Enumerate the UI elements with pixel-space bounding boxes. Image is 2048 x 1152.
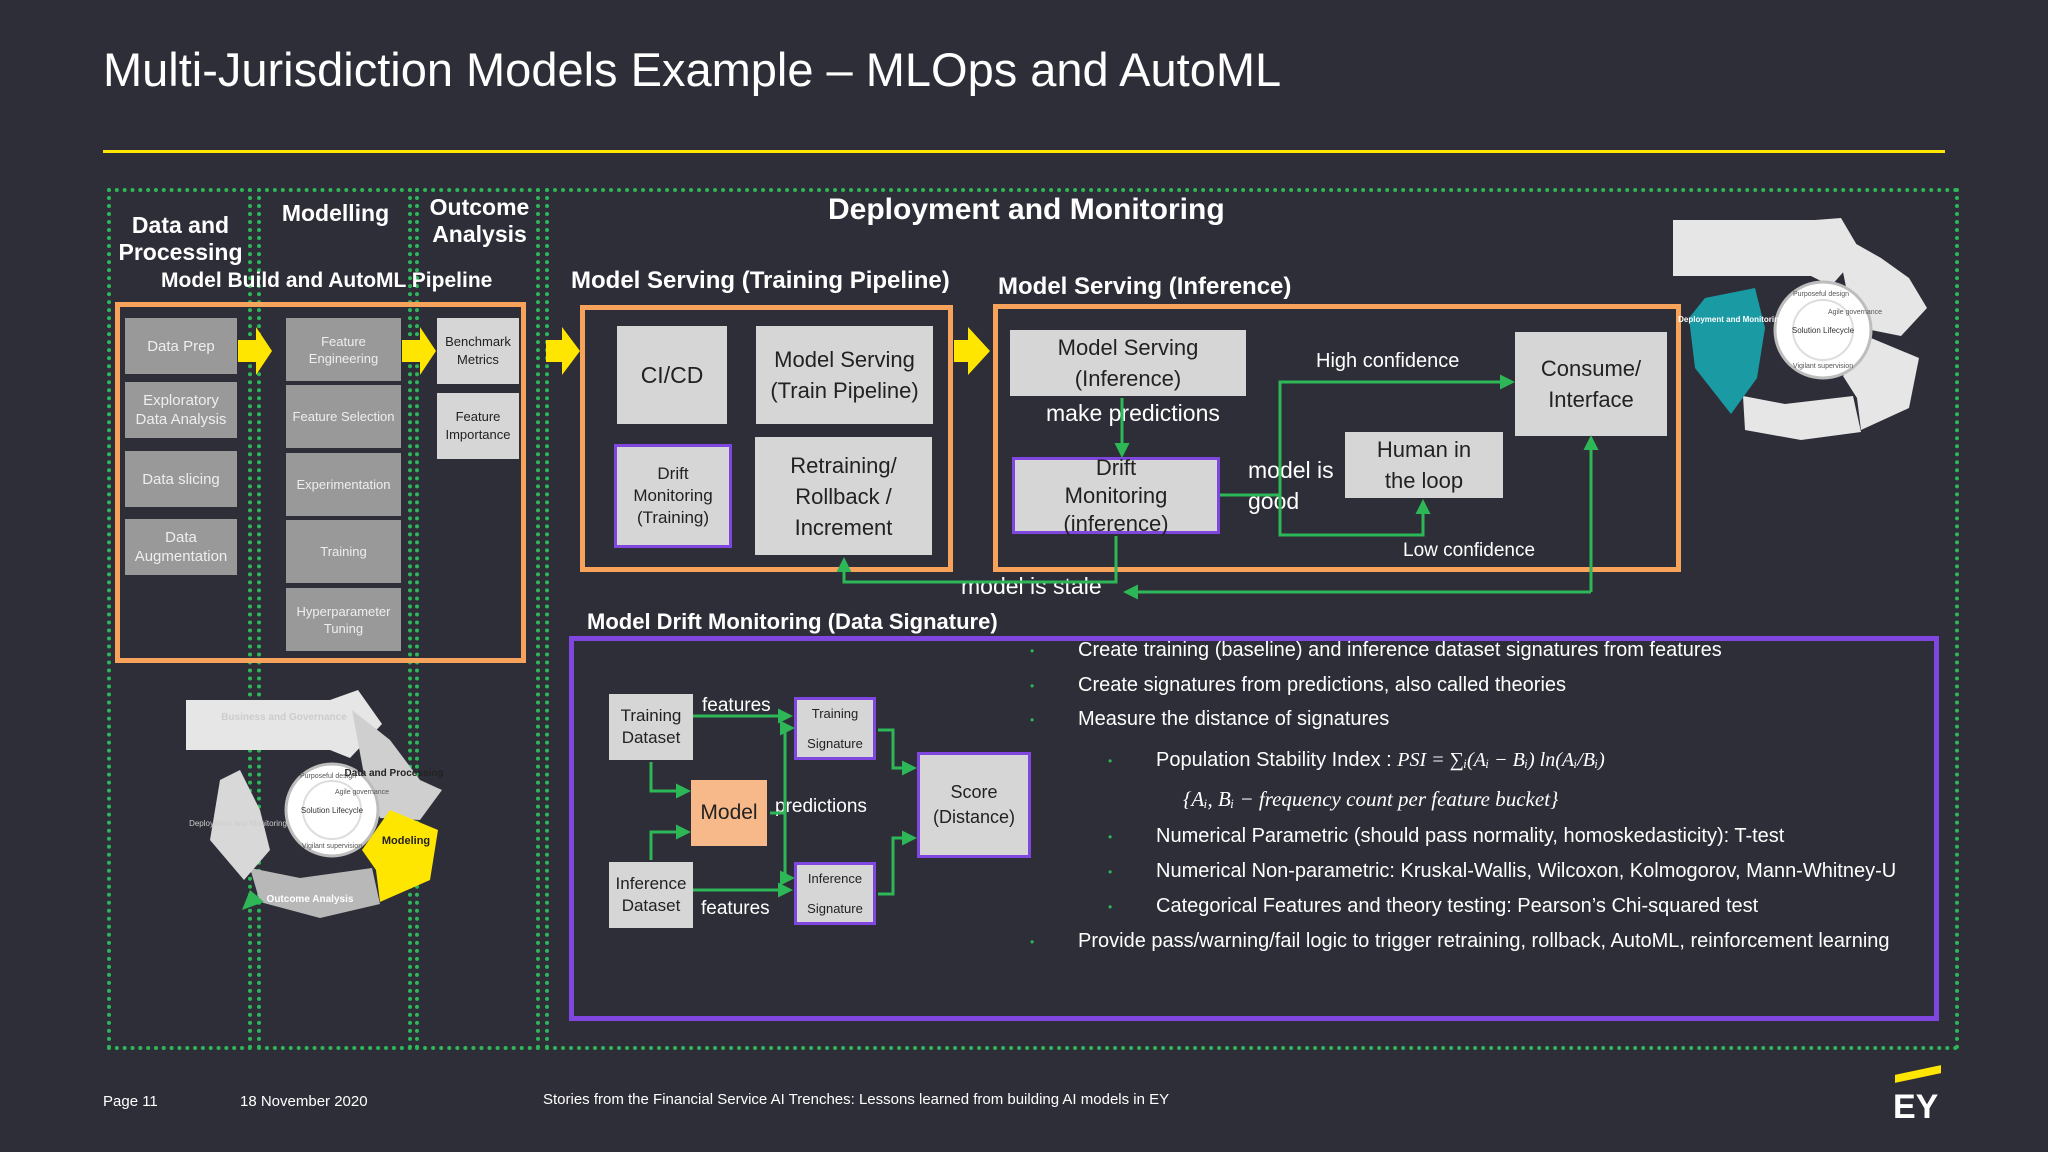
lc-small-seg-3: Modeling <box>382 835 430 847</box>
inference-signature-line1: Inference <box>807 871 863 886</box>
segment-deployment-highlight <box>1689 288 1765 414</box>
step-hyperparameter-tuning: Hyperparameter Tuning <box>286 588 401 651</box>
sub-bullet-item: •Categorical Features and theory testing… <box>1108 895 1759 917</box>
lc-small-center: Solution Lifecycle <box>301 806 364 815</box>
step-data-slicing: Data slicing <box>125 451 237 507</box>
segment-outcome-analysis <box>250 868 380 918</box>
box-drift-inference: Drift Monitoring (inference) <box>1012 455 1220 536</box>
box-score: Score (Distance) <box>917 752 1031 858</box>
lc-small-seg-4: Outcome Analysis <box>267 894 354 905</box>
step-data-augmentation: Data Augmentation <box>125 519 237 575</box>
bullet-item: •Provide pass/warning/fail logic to trig… <box>1030 930 1890 952</box>
box-inference-dataset: Inference Dataset <box>609 862 693 928</box>
segment-deployment <box>210 770 270 880</box>
lifecycle-diagram-top: Deployment and Monitoring Solution Lifec… <box>1673 218 1927 440</box>
box-cicd: CI/CD <box>617 326 727 424</box>
training-signature-line2: Signature <box>807 736 863 751</box>
drift-monitoring-frame <box>569 636 1939 1021</box>
training-serving-frame <box>580 305 953 572</box>
box-drift-training: Drift Monitoring (Training) <box>614 444 732 548</box>
bullet-item: •Create signatures from predictions, als… <box>1030 674 1567 696</box>
lc-top-ring-3: Vigilant supervision <box>1793 363 1853 370</box>
step-feature-selection: Feature Selection <box>286 385 401 448</box>
column-outcome <box>415 188 540 1050</box>
arrow-right-icon <box>402 327 436 375</box>
ey-logo: EY <box>1893 1088 1939 1126</box>
header-deployment: Deployment and Monitoring <box>828 193 1225 226</box>
lc-small-ring-1: Purposeful design <box>300 773 356 780</box>
step-eda: Exploratory Data Analysis <box>125 382 237 438</box>
arrow-right-icon <box>954 327 990 375</box>
make-predictions-label: make predictions <box>1046 400 1220 426</box>
sub-bullet-item: •Numerical Parametric (should pass norma… <box>1108 825 1785 847</box>
box-retraining: Retraining/ Rollback / Increment <box>755 437 932 555</box>
bullet-item: •Create training (baseline) and inferenc… <box>1030 639 1722 661</box>
sub-bullet-item: •Numerical Non-parametric: Kruskal-Walli… <box>1108 860 1897 882</box>
bullet-item: •Measure the distance of signatures <box>1030 708 1390 730</box>
drift-monitoring-label: Model Drift Monitoring (Data Signature) <box>587 609 998 634</box>
box-human-in-loop: Human in the loop <box>1345 432 1503 498</box>
lc-top-highlight: Deployment and Monitoring <box>1678 315 1784 324</box>
lc-small-seg-2: Data and Processing <box>345 768 444 779</box>
header-modelling: Modelling <box>281 200 390 226</box>
low-confidence-label: Low confidence <box>1403 540 1536 561</box>
model-good-label: model is good <box>1248 457 1334 514</box>
inference-serving-label: Model Serving (Inference) <box>998 273 1292 300</box>
box-consume-interface: Consume/ Interface <box>1515 332 1667 436</box>
lc-small-ring-2: Agile governance <box>335 789 389 796</box>
features-label-bottom: features <box>701 898 770 919</box>
footer-date: 18 November 2020 <box>240 1093 368 1110</box>
box-model-serving-inference: Model Serving (Inference) <box>1010 330 1246 396</box>
footer-caption: Stories from the Financial Service AI Tr… <box>543 1091 1170 1108</box>
segment-business-governance <box>186 690 382 758</box>
predictions-label: predictions <box>775 796 867 817</box>
step-feature-engineering: Feature Engineering <box>286 318 401 381</box>
lc-top-ring-2: Agile governance <box>1828 309 1882 316</box>
training-serving-label: Model Serving (Training Pipeline) <box>571 267 950 294</box>
arrow-right-icon <box>546 327 580 375</box>
box-model-serving-train: Model Serving (Train Pipeline) <box>756 326 933 424</box>
arrow-right-icon <box>238 327 272 375</box>
drift-bullets: •Create training (baseline) and inferenc… <box>1028 638 1928 954</box>
box-inference-signature: Inference Signature <box>794 862 876 925</box>
box-training-signature: Training Signature <box>794 697 876 760</box>
segment-modeling <box>362 810 438 902</box>
box-training-dataset: Training Dataset <box>609 694 693 760</box>
step-feature-importance: Feature Importance <box>437 393 519 459</box>
step-benchmark-metrics: Benchmark Metrics <box>437 318 519 384</box>
page-number: Page 11 <box>103 1093 158 1110</box>
yellow-arrows <box>238 327 990 375</box>
pipeline-label: Model Build and AutoML Pipeline <box>161 269 493 292</box>
high-confidence-label: High confidence <box>1316 350 1460 372</box>
lc-small-ring-3: Vigilant supervision <box>302 843 362 850</box>
model-stale-label: model is stale <box>961 573 1102 599</box>
lifecycle-diagram-small: Business and Governance Data and Process… <box>186 690 444 918</box>
column-deployment <box>545 188 1959 1050</box>
inference-signature-line2: Signature <box>807 901 863 916</box>
step-experimentation: Experimentation <box>286 453 401 516</box>
header-outcome: Outcome Analysis <box>429 194 530 247</box>
inference-serving-frame <box>993 304 1681 572</box>
pipeline-frame <box>115 302 526 663</box>
lc-top-ring-1: Purposeful design <box>1793 291 1849 298</box>
psi-note: {Aᵢ, Bᵢ − frequency count per feature bu… <box>1183 787 1559 811</box>
sub-bullet-psi: •Population Stability Index : PSI = ∑ᵢ(A… <box>1108 749 1605 771</box>
column-data-processing <box>107 188 252 1050</box>
training-signature-line1: Training <box>811 706 859 721</box>
page-title: Multi-Jurisdiction Models Example – MLOp… <box>103 43 1282 96</box>
column-modelling <box>257 188 412 1050</box>
lc-top-center: Solution Lifecycle <box>1792 326 1855 335</box>
lc-small-seg-5: Deployment and Monitoring <box>189 819 287 828</box>
step-data-prep: Data Prep <box>125 318 237 374</box>
header-data-processing: Data and Processing <box>118 212 243 265</box>
title-rule <box>103 150 1945 153</box>
step-training: Training <box>286 520 401 583</box>
lc-small-seg-1: Business and Governance <box>221 712 347 723</box>
green-flows <box>649 374 1599 898</box>
features-label-top: features <box>702 695 771 716</box>
box-model: Model <box>691 780 767 846</box>
